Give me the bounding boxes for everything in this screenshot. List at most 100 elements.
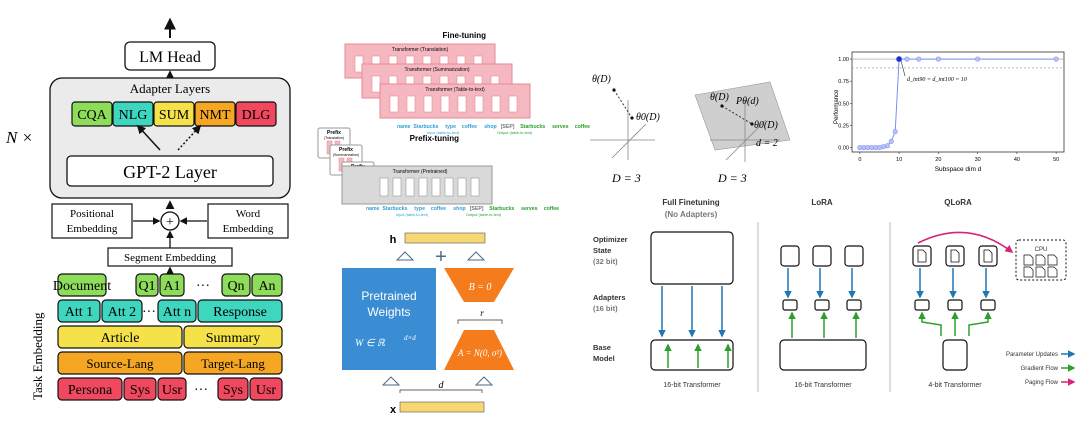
chart-point <box>975 56 981 62</box>
finetune-transformer <box>379 83 531 119</box>
lora-base-box <box>779 339 867 371</box>
page-icon <box>950 249 960 263</box>
chart-point <box>888 138 894 144</box>
adapter-arrow-solid <box>136 124 161 151</box>
legend-updates: Parameter Updates <box>1006 352 1058 358</box>
chart-point <box>904 56 910 62</box>
legend-paging: Paging Flow <box>1025 380 1059 386</box>
token-label: serves <box>521 206 538 212</box>
adapter-sum <box>153 101 195 127</box>
finetune-transformer-label: Transformer (Table-to-text) <box>425 87 485 93</box>
task-cell-label: Response <box>213 305 267 320</box>
chart-ytick-label: 0.50 <box>838 101 849 107</box>
token-label: coffee <box>462 124 477 130</box>
chart-ytick-label: 0.00 <box>838 146 849 152</box>
task-cell-label: Usr <box>162 383 183 398</box>
legend-gradient: Gradient Flow <box>1021 366 1059 372</box>
sum-plus: + <box>166 215 174 230</box>
gpt2-layer-box <box>66 155 274 187</box>
chart-xtick-label: 50 <box>1053 157 1059 163</box>
task-cell <box>57 299 101 323</box>
token-slot <box>440 95 450 113</box>
lora-adapter-box <box>846 299 862 311</box>
full-arrows <box>658 286 732 368</box>
adapter-dlg <box>235 101 277 127</box>
left-theta0-point <box>630 116 634 120</box>
adapter-nlg <box>112 101 154 127</box>
token-label: Starbucks <box>520 124 545 130</box>
left-path <box>613 89 633 119</box>
task-embedding-label: Task Embedding <box>30 312 45 400</box>
token-label: coffee <box>544 206 559 212</box>
chart-ytick-label: 0.75 <box>838 79 849 85</box>
x-vector <box>399 401 485 413</box>
word-box <box>207 203 289 239</box>
task-cell <box>249 377 283 401</box>
segment-box <box>107 247 233 267</box>
task-cell-label: Source-Lang <box>86 356 154 371</box>
lora-column <box>780 245 864 338</box>
chart-point <box>896 55 903 63</box>
token-label: name <box>366 206 380 212</box>
page-icon <box>1035 266 1046 278</box>
task-cell <box>157 377 187 401</box>
ellipsis-label: ··· <box>196 279 210 294</box>
task-cell <box>251 273 283 297</box>
row-base-2: Model <box>593 354 615 363</box>
row-opt-3: (32 bit) <box>593 257 618 266</box>
positional-l1: Positional <box>70 208 114 220</box>
ellipsis-label: ··· <box>194 383 208 398</box>
right-path <box>721 105 753 125</box>
gradient-arrow <box>968 311 992 336</box>
pretrained-slot <box>405 177 415 197</box>
qlora-base-box <box>942 339 968 371</box>
finetune-transformer-label: Transformer (Summarization) <box>404 67 469 73</box>
lora-adapter-box <box>814 299 830 311</box>
col-title-lora: LoRA <box>811 198 833 207</box>
lora-a-label: A = N(0, σ²) <box>457 348 502 358</box>
adapter-arrow-dotted <box>177 124 202 151</box>
d-bracket <box>399 389 483 393</box>
qlora-adapter-box <box>947 299 963 311</box>
token-slot <box>508 95 518 113</box>
left-dim: D = 3 <box>611 171 641 185</box>
task-cell <box>57 377 123 401</box>
col-sub-full: (No Adapters) <box>665 210 718 219</box>
page-icon <box>1023 266 1034 278</box>
task-cell-label: Sys <box>223 383 243 398</box>
row-opt-1: Optimizer <box>593 235 628 244</box>
chart-ytick-label: 0.25 <box>838 123 849 129</box>
pretrained-slot <box>379 177 389 197</box>
x-label: x <box>390 404 397 416</box>
chart-point <box>884 143 890 149</box>
subspace-plane <box>694 81 791 151</box>
lora-b-label: B = 0 <box>469 282 492 293</box>
pretrained-slot <box>470 177 480 197</box>
row-adp-2: (16 bit) <box>593 304 618 313</box>
segment-label: Segment Embedding <box>124 252 216 264</box>
chart-xlabel: Subspace dim d <box>935 166 982 173</box>
right-d: d = 2 <box>756 138 778 149</box>
task-cell-label: Sys <box>130 383 150 398</box>
input-label: Input (table-to-text) <box>427 131 460 135</box>
token-label: type <box>414 206 425 212</box>
right-theta-d: θ(D) <box>710 92 729 103</box>
token-slot <box>371 75 381 93</box>
r-bracket <box>457 319 503 324</box>
prefix-sub: (Translation) <box>324 136 344 140</box>
lm-head-box <box>124 41 216 71</box>
col-title-full: Full Finetuning <box>662 198 719 207</box>
fine-tuning-stack: Transformer (Translation)Transformer (Su… <box>344 43 531 119</box>
token-label: Starbucks <box>413 124 438 130</box>
fine-tuning-label: Fine-tuning <box>442 31 486 40</box>
h-arrow-right <box>466 251 486 261</box>
lora-optimizer-box <box>844 245 864 267</box>
task-cell <box>217 377 249 401</box>
qlora-adapter-box <box>914 299 930 311</box>
left-axis-z <box>611 123 647 159</box>
task-cell <box>57 325 183 349</box>
x-arrow-left <box>381 376 401 386</box>
